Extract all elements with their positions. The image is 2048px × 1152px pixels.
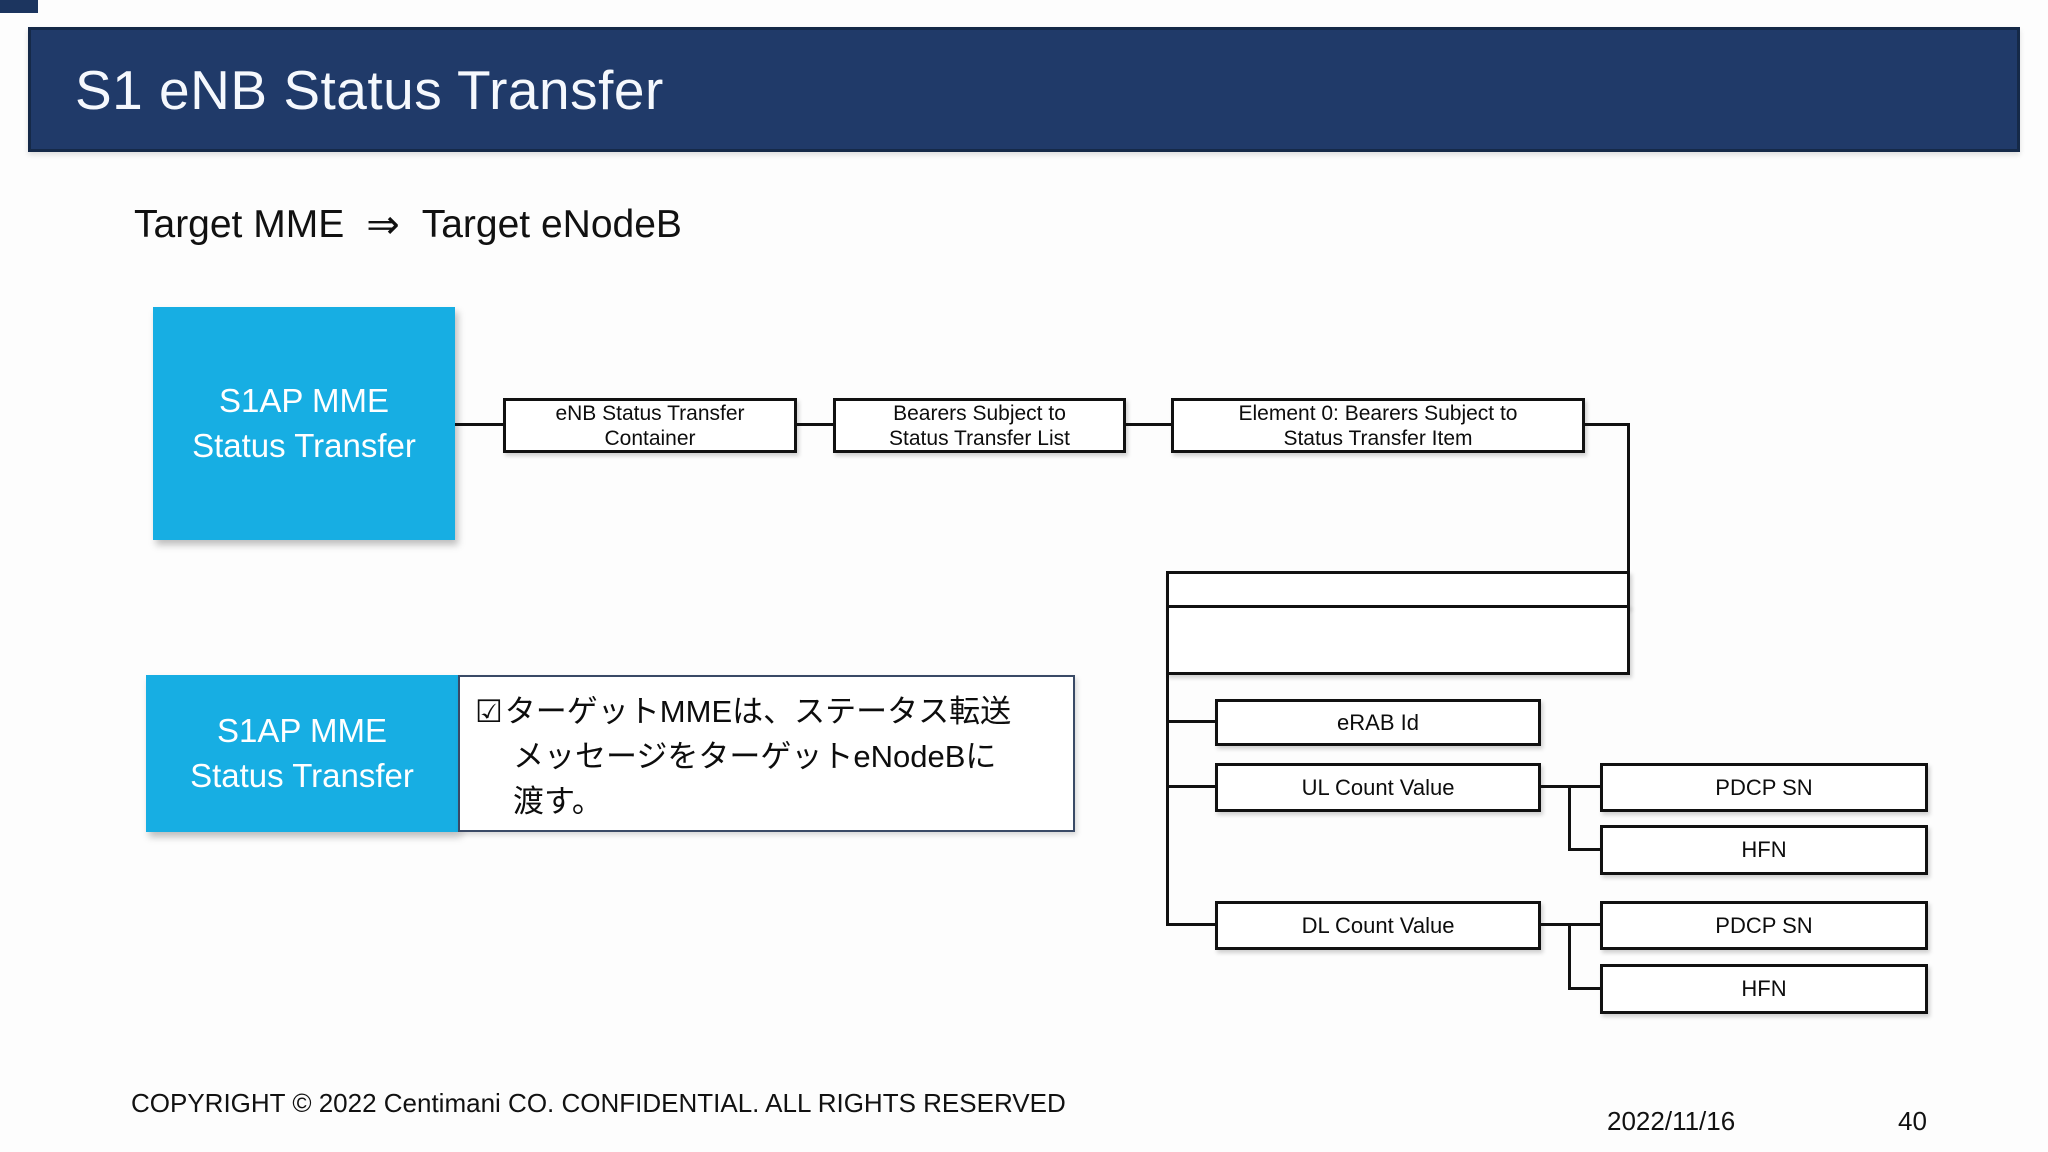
field-box-ul-hfn: HFN <box>1600 825 1928 875</box>
empty-group-box-lower <box>1166 605 1630 675</box>
field-box-ul-pdcp-sn: PDCP SN <box>1600 763 1928 812</box>
ie-box-line1: eNB Status Transfer <box>555 401 745 425</box>
field-label: DL Count Value <box>1301 912 1455 938</box>
checkbox-checked-icon: ☑ <box>475 694 503 729</box>
ie-box-line1: Element 0: Bearers Subject to <box>1238 401 1518 425</box>
connector-line <box>1568 785 1571 851</box>
note-line-3: 渡す。 <box>513 784 603 819</box>
field-label: UL Count Value <box>1301 774 1455 800</box>
ie-box-line2: Status Transfer Item <box>1283 426 1473 450</box>
message-box-line2: Status Transfer <box>192 426 416 464</box>
message-box-line1: S1AP MME <box>219 381 389 419</box>
title-banner: S1 eNB Status Transfer <box>28 27 2020 152</box>
connector-line <box>455 423 503 426</box>
field-box-dl-count-value: DL Count Value <box>1215 901 1541 950</box>
page-title: S1 eNB Status Transfer <box>75 58 664 121</box>
note-label-box-s1ap-mme-status-transfer: S1AP MME Status Transfer <box>146 675 458 832</box>
note-label-line1: S1AP MME <box>217 711 387 749</box>
connector-line <box>1568 987 1600 990</box>
connector-line <box>1166 720 1215 723</box>
connector-line <box>1126 423 1171 426</box>
connector-line <box>1585 423 1630 426</box>
note-line-1-text: ターゲットMMEは、ステータス転送 <box>504 694 1012 729</box>
note-line-1: ☑ターゲットMMEは、ステータス転送 <box>475 689 1063 734</box>
corner-accent <box>0 0 38 13</box>
field-box-dl-pdcp-sn: PDCP SN <box>1600 901 1928 950</box>
field-label: HFN <box>1741 837 1787 862</box>
flow-target-label: Target eNodeB <box>421 203 682 246</box>
ie-box-line1: Bearers Subject to <box>893 401 1066 425</box>
note-line-2: メッセージをターゲットeNodeBに <box>513 739 997 774</box>
flow-direction: Target MME ⇒ Target eNodeB <box>134 202 682 248</box>
note-text-box: ☑ターゲットMMEは、ステータス転送 メッセージをターゲットeNodeBに 渡す… <box>458 675 1075 832</box>
copyright-text: COPYRIGHT © 2022 Centimani CO. CONFIDENT… <box>131 1088 1066 1118</box>
ie-box-bearers-subject-to-status-transfer-list: Bearers Subject to Status Transfer List <box>833 398 1126 453</box>
footer-date: 2022/11/16 <box>1607 1106 1736 1136</box>
empty-group-box-upper <box>1166 571 1630 608</box>
field-box-dl-hfn: HFN <box>1600 964 1928 1014</box>
note-label-line2: Status Transfer <box>190 756 414 794</box>
ie-box-enb-status-transfer-container: eNB Status Transfer Container <box>503 398 797 453</box>
field-box-ul-count-value: UL Count Value <box>1215 763 1541 812</box>
message-box-s1ap-mme-status-transfer: S1AP MME Status Transfer <box>153 307 455 540</box>
field-label: PDCP SN <box>1715 912 1813 938</box>
field-label: eRAB Id <box>1337 709 1419 735</box>
page-number: 40 <box>1898 1106 1927 1136</box>
double-arrow-icon: ⇒ <box>366 203 400 247</box>
field-box-erab-id: eRAB Id <box>1215 699 1541 746</box>
connector-line <box>1166 923 1218 926</box>
ie-box-line2: Container <box>604 426 696 450</box>
connector-line <box>797 423 833 426</box>
flow-source-label: Target MME <box>134 203 345 246</box>
field-label: PDCP SN <box>1715 774 1813 800</box>
ie-box-element0-bearers-subject-to-status-transfer-item: Element 0: Bearers Subject to Status Tra… <box>1171 398 1585 453</box>
connector-line <box>1568 848 1600 851</box>
ie-box-line2: Status Transfer List <box>889 426 1070 450</box>
connector-line <box>1627 423 1630 574</box>
connector-line <box>1568 923 1571 990</box>
connector-line <box>1166 785 1215 788</box>
connector-line <box>1166 672 1169 926</box>
field-label: HFN <box>1741 976 1787 1001</box>
